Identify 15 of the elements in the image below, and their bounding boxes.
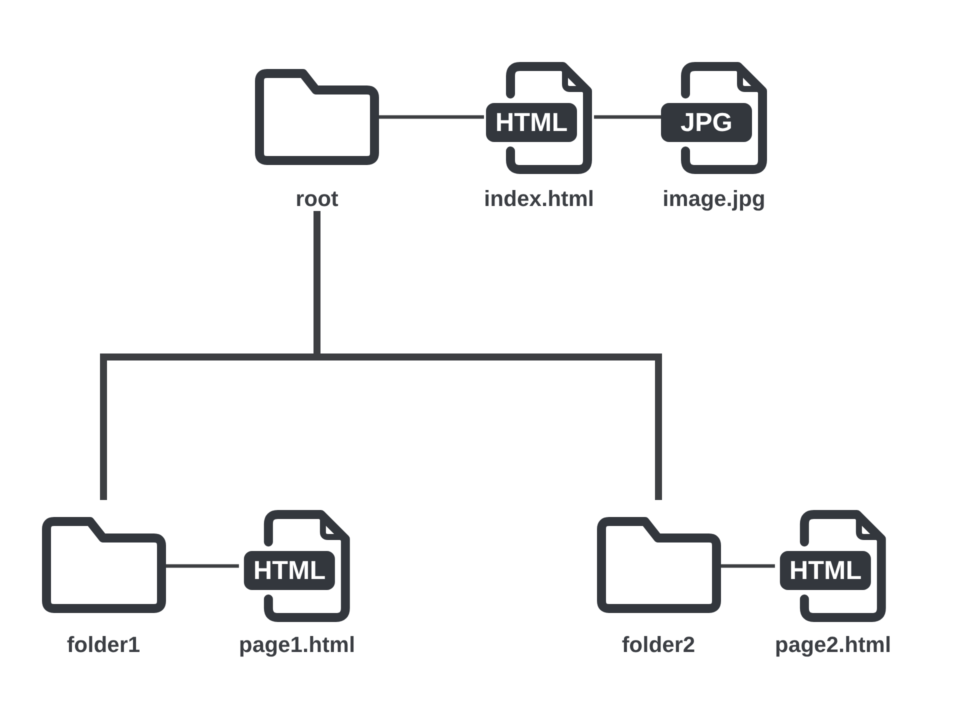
- connector-line: [594, 115, 661, 119]
- connector-line: [720, 564, 775, 568]
- file-name-label: page1.html: [238, 633, 356, 657]
- file-type-tag: HTML: [244, 551, 335, 590]
- connector-line: [379, 115, 484, 119]
- file-name-label: folder1: [66, 633, 140, 657]
- file-name-label: page2.html: [774, 633, 892, 657]
- file-type-tag: HTML: [486, 103, 577, 142]
- file-type-tag: HTML: [780, 551, 871, 590]
- connector-line: [166, 564, 239, 568]
- file-type-tag: JPG: [661, 103, 752, 142]
- file-name-label: folder2: [622, 633, 696, 657]
- file-name-label: image.jpg: [662, 187, 766, 211]
- file-name-label: root: [296, 187, 338, 211]
- file-name-label: index.html: [484, 187, 594, 211]
